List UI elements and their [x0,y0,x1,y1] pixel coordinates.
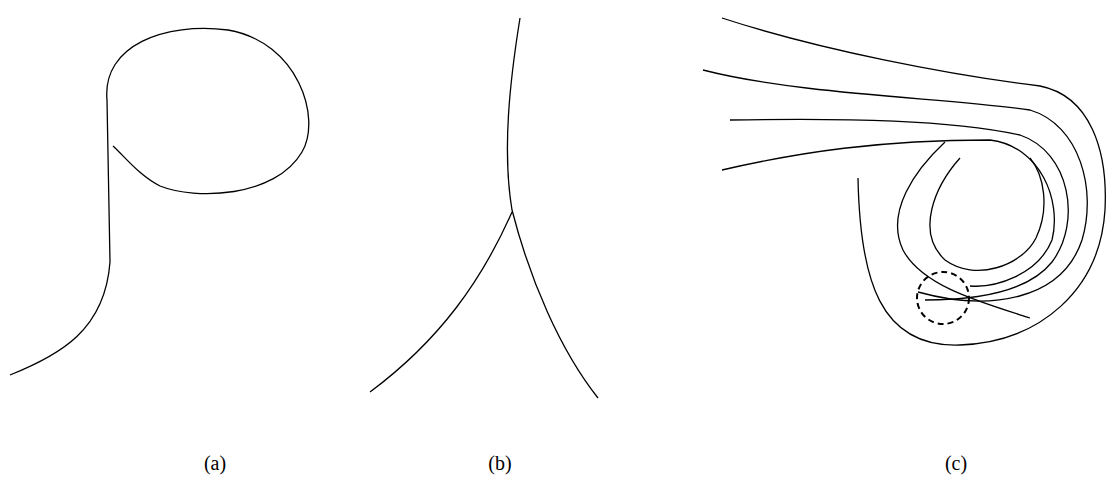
streamline [930,158,1044,270]
streamline [898,142,1030,318]
panel-label: (c) [945,451,967,475]
panel-label: (b) [488,451,511,475]
streamline [722,18,1105,345]
branch-curve [370,212,512,392]
dashed-circle [917,272,969,324]
streamline [703,70,1087,301]
looped-curve [10,28,309,375]
panel-label: (a) [204,451,226,475]
streamline [722,140,1054,286]
main-curve [507,18,598,398]
